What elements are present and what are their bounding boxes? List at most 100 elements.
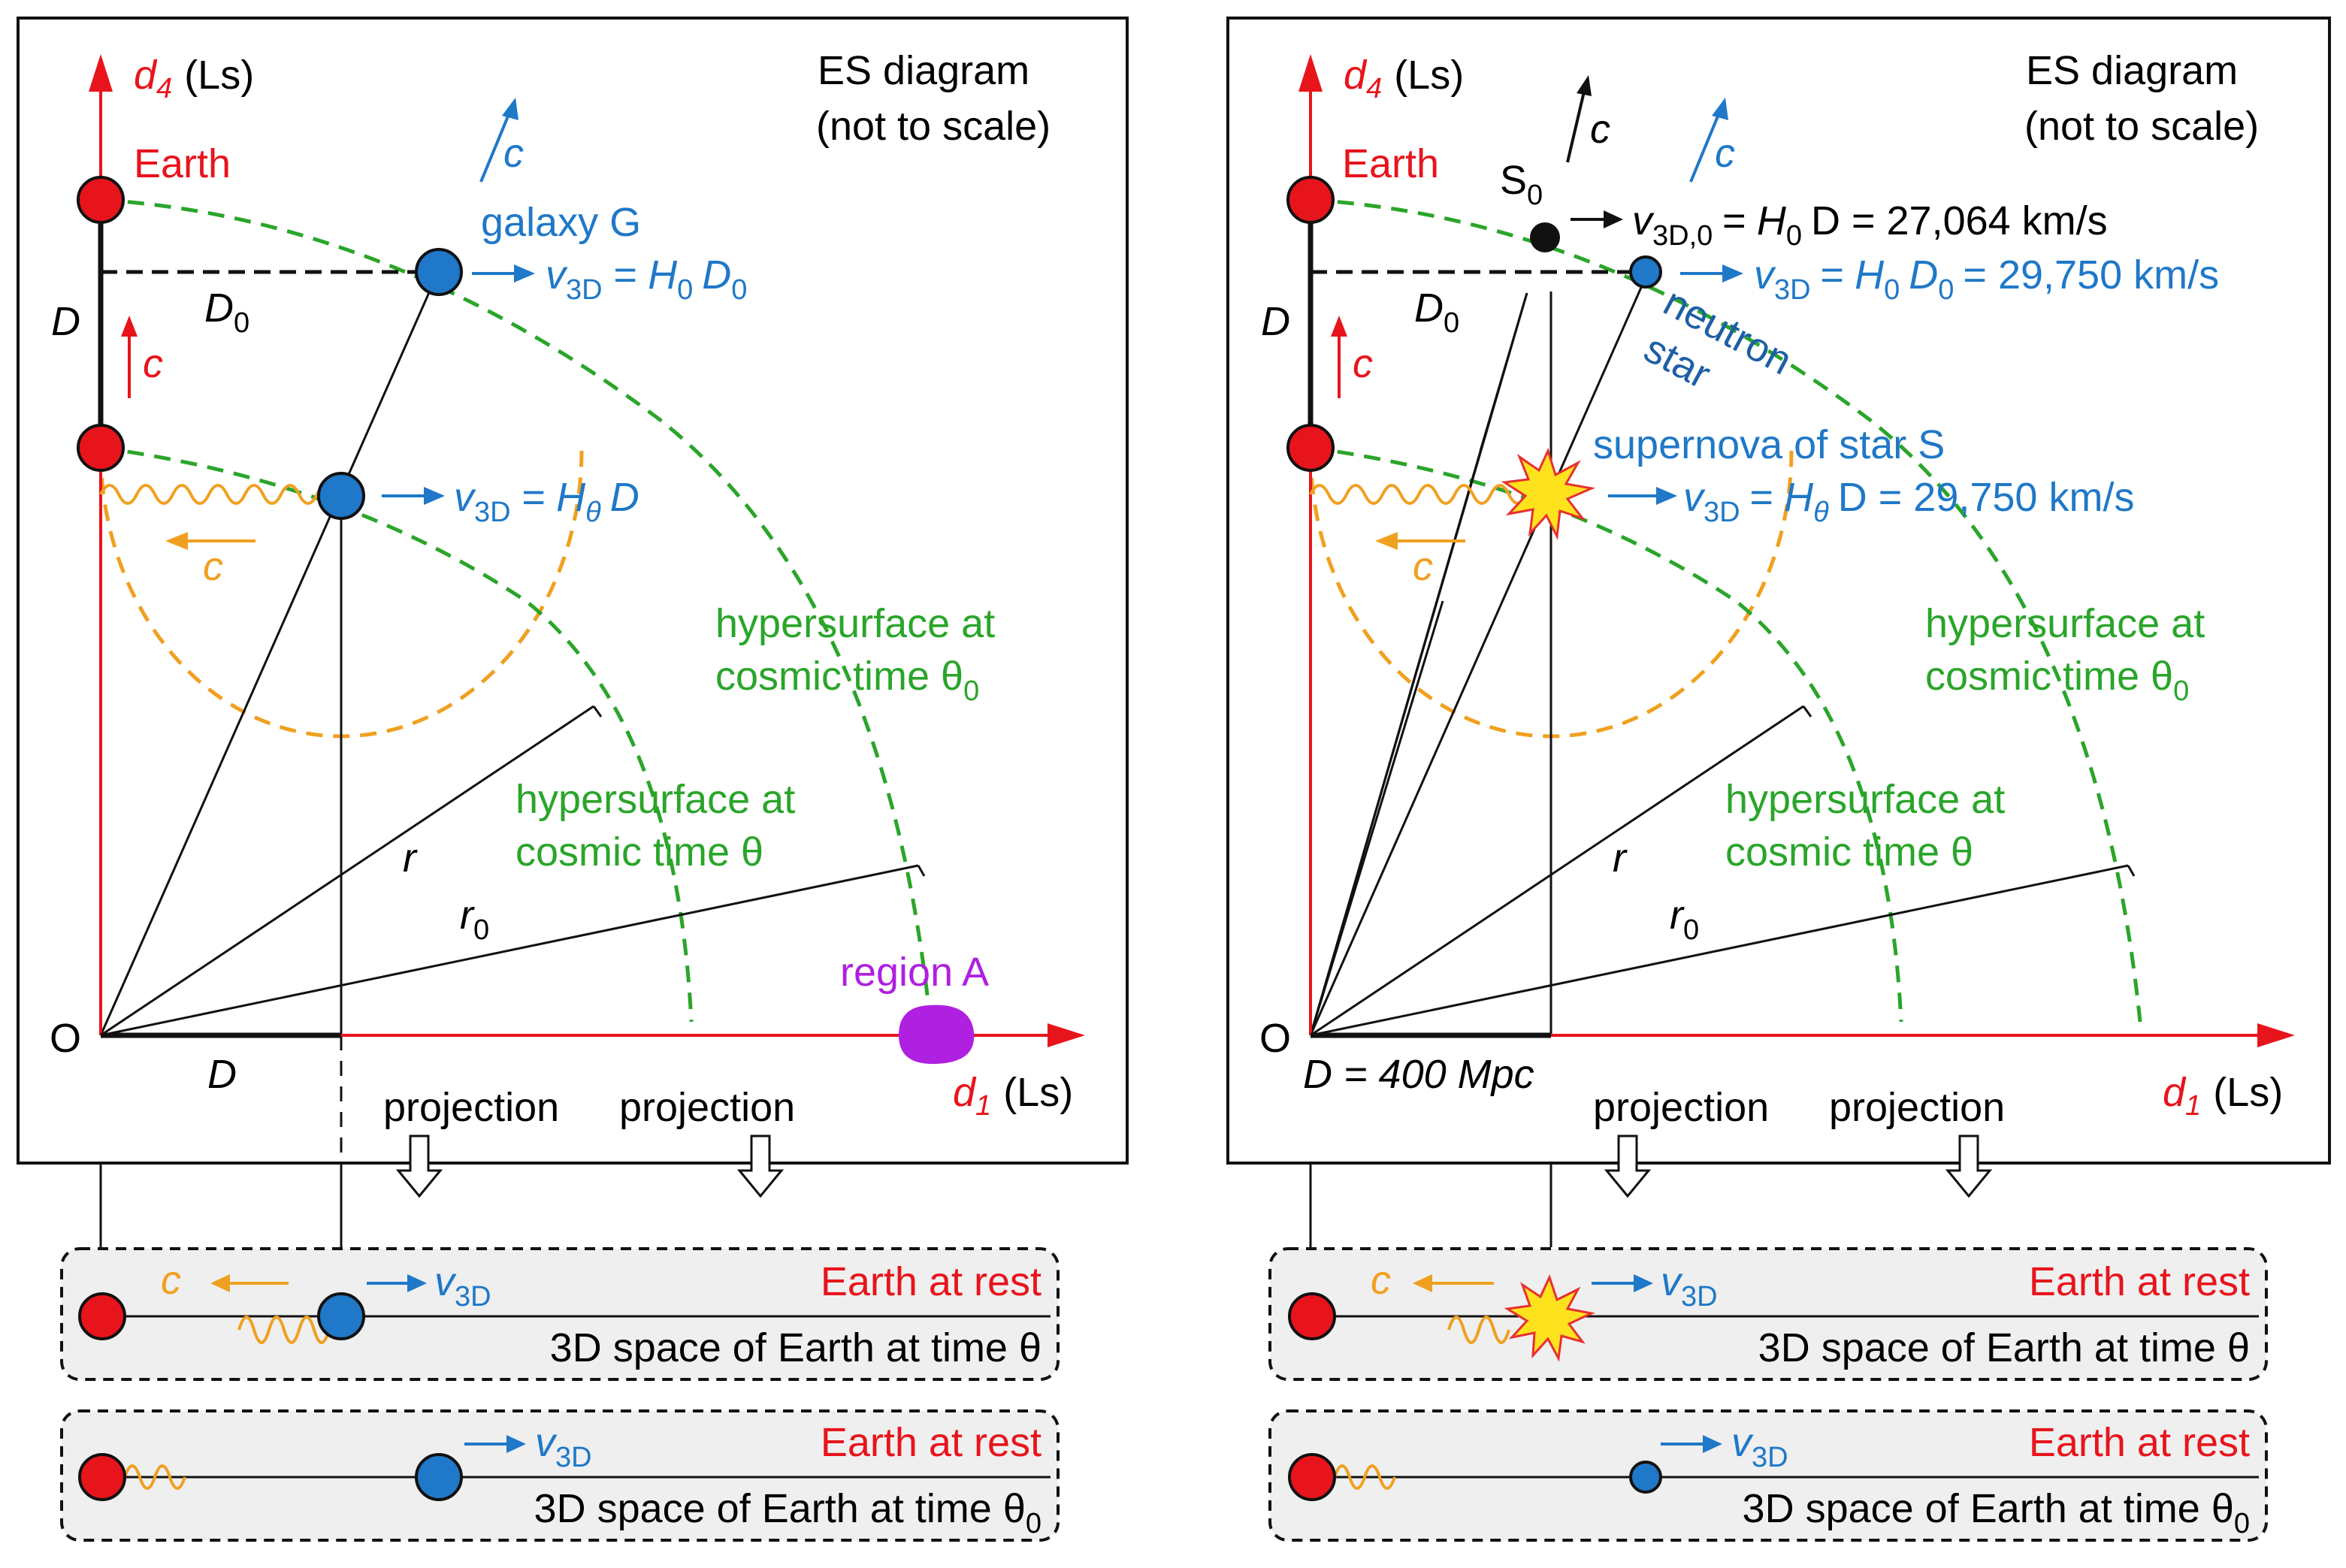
right-line-fan-c bbox=[1309, 600, 1444, 1036]
right-line-S0-short bbox=[1479, 292, 1528, 452]
right-vns-sub2: 0 bbox=[1884, 274, 1900, 306]
right-radius-r0 bbox=[1310, 864, 2129, 1037]
right-box-theta bbox=[1268, 1247, 2268, 1381]
right-line-fan-b bbox=[1309, 446, 1483, 1036]
right-c-blue-label: c bbox=[1715, 131, 1735, 176]
right-d1-label: d1(Ls) bbox=[2163, 1070, 2283, 1122]
right-vns-D: D bbox=[1909, 252, 1938, 298]
right-title-2: (not to scale) bbox=[2024, 104, 2259, 149]
right-vS0-sub2: 0 bbox=[1786, 220, 1802, 252]
left-projection-2: projection bbox=[619, 1085, 795, 1130]
right-box-theta-v-var: v bbox=[1661, 1259, 1683, 1304]
right-hyper-outer-sub: 0 bbox=[2173, 675, 2189, 707]
right-c-arrowhead-black bbox=[1577, 75, 1592, 96]
left-d1-var: d bbox=[953, 1070, 977, 1115]
right-earth-label: Earth bbox=[1342, 141, 1439, 186]
left-box-theta-v-arrowhead bbox=[407, 1274, 427, 1292]
left-vinner-sub: 3D bbox=[474, 497, 511, 528]
right-vsn-v: v bbox=[1683, 475, 1706, 520]
left-vinner-eq: = H bbox=[522, 475, 587, 520]
left-worldline-galaxy bbox=[99, 270, 440, 1036]
left-projection-1: projection bbox=[383, 1085, 559, 1130]
left-box-theta-v-sub: 3D bbox=[455, 1281, 491, 1313]
left-c-red-label: c bbox=[143, 341, 163, 386]
left-D0-var: D bbox=[204, 286, 234, 331]
left-c-arrowhead-orange bbox=[165, 532, 188, 550]
right-vS0-label: v3D,0 = H0 D = 27,064 km/s bbox=[1632, 198, 2108, 252]
left-c-arrowhead-red bbox=[121, 316, 138, 337]
left-r0-tick bbox=[917, 865, 926, 877]
left-earth-now-dot bbox=[77, 176, 125, 224]
left-box-theta-v: v3D bbox=[434, 1259, 491, 1313]
right-vS0-v: v bbox=[1632, 198, 1655, 243]
right-vns-arrowhead bbox=[1722, 264, 1743, 282]
right-earth-now-dot bbox=[1286, 176, 1335, 224]
left-es-panel: ES diagram (not to scale) d4(Ls) Earth D… bbox=[17, 17, 1129, 1247]
left-d1-label: d1(Ls) bbox=[953, 1070, 1073, 1122]
left-d4-sub: 4 bbox=[156, 73, 172, 104]
left-box-theta-v-var: v bbox=[434, 1259, 457, 1304]
right-D0-var: D bbox=[1414, 286, 1444, 331]
right-d1-sub: 1 bbox=[2185, 1090, 2201, 1122]
left-vgal-eq: = H bbox=[613, 252, 679, 298]
left-earth-label: Earth bbox=[134, 141, 231, 186]
right-box-theta0-earth-dot bbox=[1288, 1453, 1336, 1501]
left-galaxy-past-dot bbox=[317, 472, 365, 520]
left-projection-boxes: c v3D Earth at rest 3D space of Earth at… bbox=[60, 1247, 1060, 1542]
right-D-bottom-label: D = 400 Mpc bbox=[1303, 1052, 1534, 1097]
right-box-theta-v-sub: 3D bbox=[1681, 1281, 1718, 1313]
right-c-black-label: c bbox=[1590, 107, 1610, 152]
right-D-side-label: D bbox=[1261, 299, 1290, 344]
left-hypersurface-outer-arc bbox=[100, 198, 933, 1023]
right-c-arrow-blue bbox=[1689, 112, 1721, 183]
left-hyper-outer-sub: 0 bbox=[963, 675, 979, 707]
left-vgal-v: v bbox=[546, 252, 568, 298]
left-box-theta0-v: v3D bbox=[535, 1420, 592, 1473]
right-vns-rest: = 29,750 km/s bbox=[1963, 252, 2219, 298]
left-light-wave bbox=[99, 484, 337, 505]
right-vS0-arrowhead bbox=[1604, 210, 1623, 228]
left-box-theta0-v-sub: 3D bbox=[555, 1442, 592, 1473]
right-box-theta0-v: v3D bbox=[1731, 1420, 1788, 1473]
right-S0-sub: 0 bbox=[1527, 180, 1543, 211]
right-vsn-arrowhead bbox=[1656, 487, 1677, 505]
left-r-tick bbox=[592, 705, 603, 718]
right-vns-eq: = H bbox=[1820, 252, 1885, 298]
right-vS0-eq: = H bbox=[1722, 198, 1787, 243]
right-d4-arrowhead bbox=[1298, 54, 1323, 92]
right-box-theta-rest: Earth at rest bbox=[2029, 1259, 2250, 1304]
left-box-theta-c-arrowhead bbox=[210, 1274, 230, 1292]
left-radius-r0 bbox=[100, 864, 919, 1037]
right-d1-var: d bbox=[2163, 1070, 2187, 1115]
left-D-side-label: D bbox=[51, 299, 80, 344]
left-r0-var: r bbox=[460, 893, 475, 938]
right-r-label: r bbox=[1613, 835, 1628, 881]
right-vS0-rest: D = 27,064 km/s bbox=[1811, 198, 2108, 243]
left-box-theta bbox=[60, 1247, 1060, 1381]
left-region-a-blob bbox=[899, 1005, 975, 1065]
right-box-theta0-v-sub: 3D bbox=[1752, 1442, 1788, 1473]
right-line-neutron bbox=[1309, 270, 1650, 1036]
right-box-theta-space: 3D space of Earth at time θ bbox=[1758, 1325, 2250, 1370]
left-hyper-outer-1: hypersurface at bbox=[715, 601, 995, 646]
right-light-wave bbox=[1309, 484, 1546, 505]
right-c-orange-label: c bbox=[1413, 544, 1433, 589]
left-box-theta-earth-dot bbox=[78, 1292, 126, 1340]
right-d4-unit: (Ls) bbox=[1394, 53, 1464, 98]
right-vS0-sub: 3D,0 bbox=[1652, 220, 1713, 252]
right-hyper-outer-2-text: cosmic time θ bbox=[1925, 654, 2173, 699]
right-box-theta0-space-text: 3D space of Earth at time θ bbox=[1743, 1486, 2234, 1531]
left-radius-r bbox=[100, 705, 594, 1037]
right-origin-label: O bbox=[1259, 1016, 1291, 1061]
right-d4-var: d bbox=[1344, 53, 1368, 98]
right-c-red-label: c bbox=[1353, 341, 1373, 386]
left-box-theta0-space: 3D space of Earth at time θ0 bbox=[534, 1486, 1041, 1539]
right-box-theta0-v-var: v bbox=[1731, 1420, 1754, 1465]
right-hypersurface-outer-arc bbox=[1310, 198, 2142, 1023]
right-D0-sub: 0 bbox=[1444, 307, 1459, 339]
left-vinner-v: v bbox=[454, 475, 476, 520]
